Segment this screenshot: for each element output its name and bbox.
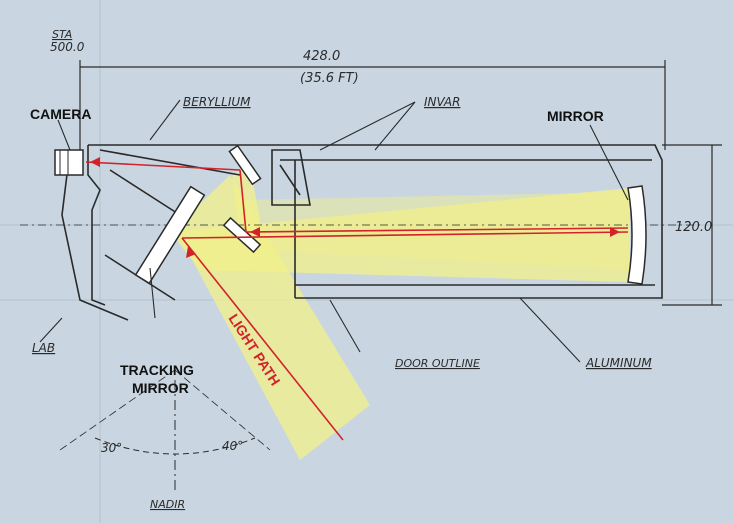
ray-arrows <box>90 157 620 258</box>
sta-value: 500.0 <box>50 40 85 54</box>
housing-top <box>88 144 663 299</box>
camera-body <box>54 149 84 176</box>
invar-label: INVAR <box>424 95 460 109</box>
angle-left-label: 30° <box>101 441 122 455</box>
ray-incoming <box>181 237 344 441</box>
door-outline-label: DOOR OUTLINE <box>395 357 480 370</box>
invar-truss <box>271 149 311 206</box>
red-rays <box>85 161 629 441</box>
upper-fold-mirror <box>228 144 262 186</box>
nadir-label: NADIR <box>150 498 185 511</box>
tracking-mirror-label-line1: TRACKING <box>120 362 194 378</box>
return-beam <box>240 192 630 270</box>
ray-up <box>239 169 247 233</box>
dimensions <box>20 60 722 306</box>
length-ft-label: (35.6 FT) <box>300 71 359 86</box>
housing <box>61 144 663 321</box>
ray-to-primary <box>181 231 629 239</box>
primary-mirror <box>627 185 647 285</box>
camera-bay <box>87 145 106 306</box>
angle-arc <box>94 437 256 455</box>
aluminum-label: ALUMINUM <box>585 356 652 370</box>
tracking-mirror-label-line2: MIRROR <box>132 380 189 396</box>
sta-label: STA <box>52 28 72 41</box>
fold-beam <box>232 165 262 238</box>
ray-to-camera <box>85 161 241 171</box>
length-label: 428.0 <box>303 49 340 64</box>
angle-right-label: 40° <box>222 439 243 453</box>
camera-label: CAMERA <box>30 106 91 122</box>
leader-lines <box>39 99 629 363</box>
beryllium-label: BERYLLIUM <box>183 95 251 109</box>
lower-body <box>61 149 129 321</box>
tracking-mirror <box>134 185 206 285</box>
ray-return <box>245 227 629 233</box>
mirror-label: MIRROR <box>547 108 604 124</box>
height-label: 120.0 <box>675 220 712 235</box>
lab-label: LAB <box>32 341 55 355</box>
